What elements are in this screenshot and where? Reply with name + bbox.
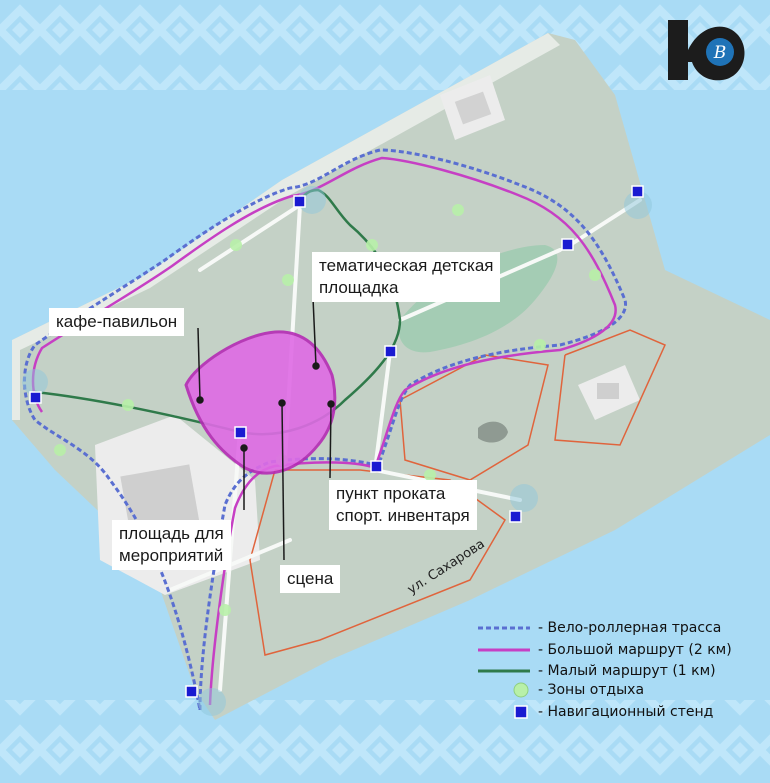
nav-stand-icon [185, 685, 198, 698]
label-playground: тематическая детская площадка [312, 252, 501, 302]
nav-stand-icon [234, 426, 247, 439]
nav-stand-icon [29, 391, 42, 404]
bike-route [23, 148, 627, 711]
rest-zone-icon [282, 274, 294, 286]
building-right [597, 383, 619, 399]
nav-stand-icon [631, 185, 644, 198]
rest-zone-icon [424, 469, 436, 481]
rest-zone-icon [54, 444, 66, 456]
embankment [12, 33, 560, 420]
nav-stand-icon [509, 510, 522, 523]
legend-nav-label: - Навигационный стенд [538, 704, 714, 720]
legend-small: - Малый маршрут (1 км) [478, 661, 716, 681]
legend-bike: - Вело-роллерная трасса [478, 618, 721, 638]
ornament-band-top [0, 0, 770, 90]
nav-stand-icon [384, 345, 397, 358]
building-left [120, 464, 200, 536]
plot-outline-b [554, 329, 666, 446]
rest-zone-icon [452, 204, 464, 216]
logo-icon: В [668, 20, 745, 81]
rest-zone-icon [122, 399, 134, 411]
ornament-band-bottom [0, 700, 770, 783]
legend-swatches [478, 626, 530, 719]
building-top-inner [454, 91, 492, 125]
rest-zone-icon [366, 239, 378, 251]
rest-zone-icon [230, 239, 242, 251]
label-cafe: кафе-павильон [49, 308, 185, 336]
nav-stands [29, 185, 644, 698]
legend-rest: - Зоны отдыха [478, 680, 644, 700]
rest-zone-icon [219, 604, 231, 616]
nav-stand-icon [293, 195, 306, 208]
legend-rest-label: - Зоны отдыха [538, 682, 645, 698]
nav-stand-icon [561, 238, 574, 251]
cafe-area [184, 330, 337, 475]
legend-bike-label: - Вело-роллерная трасса [538, 620, 722, 636]
rest-zone-icon [534, 339, 546, 351]
legend-big-label: - Большой маршрут (2 км) [538, 642, 732, 658]
label-stage: сцена [280, 565, 341, 593]
label-events: площадь для мероприятий [112, 520, 231, 570]
legend-nav: - Навигационный стенд [478, 702, 713, 722]
legend-big: - Большой маршрут (2 км) [478, 640, 732, 660]
rest-zone-icon [589, 269, 601, 281]
nav-stand-icon [370, 460, 383, 473]
callout-pointers [196, 297, 335, 561]
rock [478, 421, 508, 443]
rest-zone-halos [22, 186, 652, 716]
legend-small-label: - Малый маршрут (1 км) [538, 663, 716, 679]
logo-letter: В [713, 43, 727, 63]
label-rental: пункт проката спорт. инвентаря [329, 480, 477, 530]
